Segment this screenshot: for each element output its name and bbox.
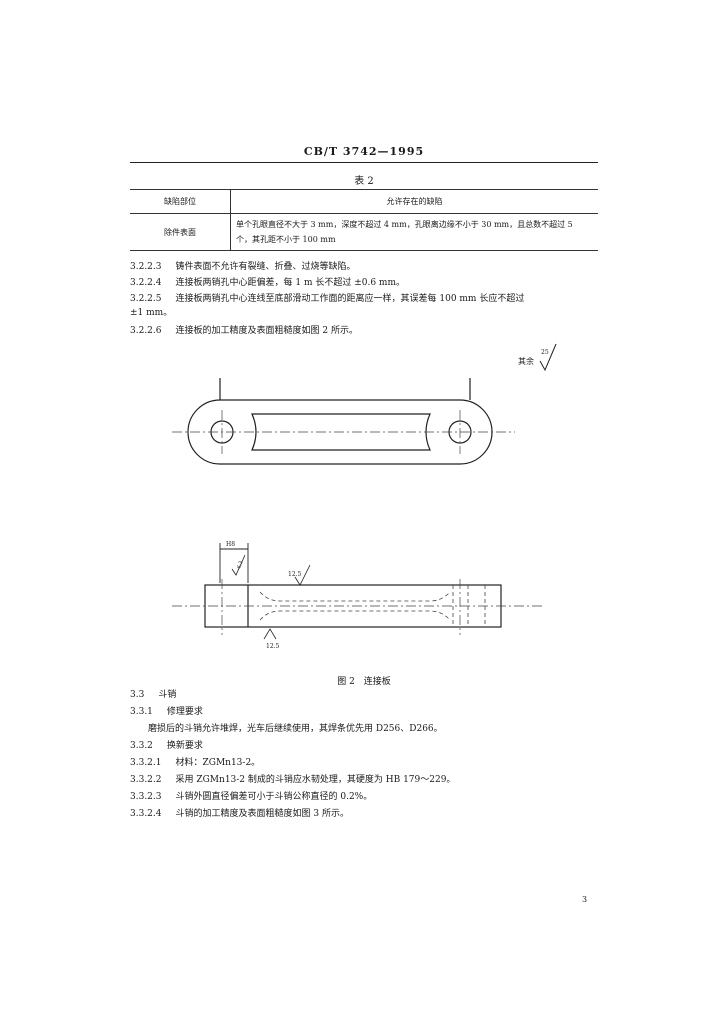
defect-table: 缺陷部位 允许存在的缺陷 除件表面 单个孔眼直径不大于 3 mm，深度不超过 4… (130, 189, 598, 251)
header-rule (130, 162, 598, 163)
clause-text: 连接板两销孔中心距偏差，每 1 m 长不超过 ±0.6 mm。 (175, 278, 406, 288)
roughness-top-value: 12.5 (288, 571, 302, 578)
subsection-3-3-2: 3.3.2 换新要求 (130, 739, 602, 753)
clause-text: 连接板的加工精度及表面粗糙度如图 2 所示。 (175, 326, 358, 336)
desc-line1: 单个孔眼直径不大于 3 mm，深度不超过 4 mm，孔眼离边缘不小于 30 mm… (236, 220, 573, 229)
desc-line2: 个，其孔距不小于 100 mm (236, 235, 336, 244)
clause-3-2-2-6: 3.2.2.6 连接板的加工精度及表面粗糙度如图 2 所示。 (130, 324, 602, 338)
roughness-side-value: 6.3 (236, 560, 244, 570)
table-header-part: 缺陷部位 (130, 189, 231, 214)
rest-roughness-symbol: 其余 25 (518, 343, 557, 372)
clause-3-2-2-5: 3.2.2.5 连接板两销孔中心连线至底部滑动工作面的距离应一样，其误差每 100… (130, 292, 602, 320)
section-3-3: 3.3 斗销 (130, 688, 602, 702)
section-title: 斗销 (158, 690, 177, 700)
subsection-3-3-1: 3.3.1 修理要求 (130, 705, 602, 719)
clause-number: 3.3.2.2 (130, 775, 162, 785)
page-number: 3 (582, 895, 588, 904)
table-header-row: 缺陷部位 允许存在的缺陷 (130, 189, 598, 214)
page-header-standard: CB/T 3742—1995 (303, 145, 425, 158)
rest-label: 其余 (518, 356, 534, 366)
clause-text: 材料：ZGMn13-2。 (175, 758, 261, 768)
dimension-label: H8 (226, 541, 235, 548)
section-number: 3.3 (130, 690, 145, 700)
clause-number: 3.2.2.6 (130, 326, 162, 336)
clause-text: 铸件表面不允许有裂缝、折叠、过烧等缺陷。 (175, 262, 356, 272)
table-row: 除件表面 单个孔眼直径不大于 3 mm，深度不超过 4 mm，孔眼离边缘不小于 … (130, 213, 598, 251)
subsection-title: 修理要求 (166, 707, 203, 717)
clause-3-3-2-2: 3.3.2.2 采用 ZGMn13-2 制成的斗销应水韧处理，其硬度为 HB 17… (130, 773, 602, 787)
clause-number: 3.2.2.5 (130, 294, 162, 304)
clause-text: 采用 ZGMn13-2 制成的斗销应水韧处理，其硬度为 HB 179～229。 (175, 775, 456, 785)
roughness-bottom-symbol: 12.5 (263, 628, 280, 650)
clause-3-3-2-3: 3.3.2.3 斗销外圆直径偏差可小于斗销公称直径的 0.2%。 (130, 790, 602, 804)
clause-text: 斗销的加工精度及表面粗糙度如图 3 所示。 (175, 809, 349, 819)
clause-3-3-2-1: 3.3.2.1 材料：ZGMn13-2。 (130, 756, 602, 770)
clause-number: 3.3.2.1 (130, 758, 162, 768)
clause-number: 3.3.2.4 (130, 809, 162, 819)
repair-body: 磨损后的斗销允许堆焊，光车后继续使用，其焊条优先用 D256、D266。 (148, 724, 443, 734)
roughness-bottom-value: 12.5 (266, 643, 280, 650)
subsection-number: 3.3.1 (130, 707, 153, 717)
table-cell-desc: 单个孔眼直径不大于 3 mm，深度不超过 4 mm，孔眼离边缘不小于 30 mm… (230, 213, 598, 251)
rest-value: 25 (541, 349, 549, 356)
figure-caption: 图 2 连接板 (337, 677, 391, 687)
table-header-defect: 允许存在的缺陷 (230, 189, 598, 214)
clause-number: 3.2.2.4 (130, 278, 162, 288)
clause-3-2-2-3: 3.2.2.3 铸件表面不允许有裂缝、折叠、过烧等缺陷。 (130, 260, 602, 274)
roughness-top-symbol: 12.5 (288, 564, 311, 586)
subsection-number: 3.3.2 (130, 741, 153, 751)
clause-3-2-2-4: 3.2.2.4 连接板两销孔中心距偏差，每 1 m 长不超过 ±0.6 mm。 (130, 276, 602, 290)
roughness-side-symbol: 6.3 (231, 554, 246, 576)
clause-number: 3.2.2.3 (130, 262, 162, 272)
clause-continuation: ±1 mm。 (130, 308, 173, 318)
clause-text: 斗销外圆直径偏差可小于斗销公称直径的 0.2%。 (175, 792, 373, 802)
clause-text: 连接板两销孔中心连线至底部滑动工作面的距离应一样，其误差每 100 mm 长应不… (175, 294, 525, 304)
table-caption: 表 2 (354, 176, 374, 187)
table-cell-part: 除件表面 (130, 213, 231, 251)
figure-2-front-view: H8 6.3 12.5 12.5 (172, 541, 545, 650)
figure-2-top-view: 其余 25 (172, 343, 557, 465)
clause-number: 3.3.2.3 (130, 792, 162, 802)
subsection-title: 换新要求 (166, 741, 203, 751)
clause-3-3-2-4: 3.3.2.4 斗销的加工精度及表面粗糙度如图 3 所示。 (130, 807, 602, 821)
